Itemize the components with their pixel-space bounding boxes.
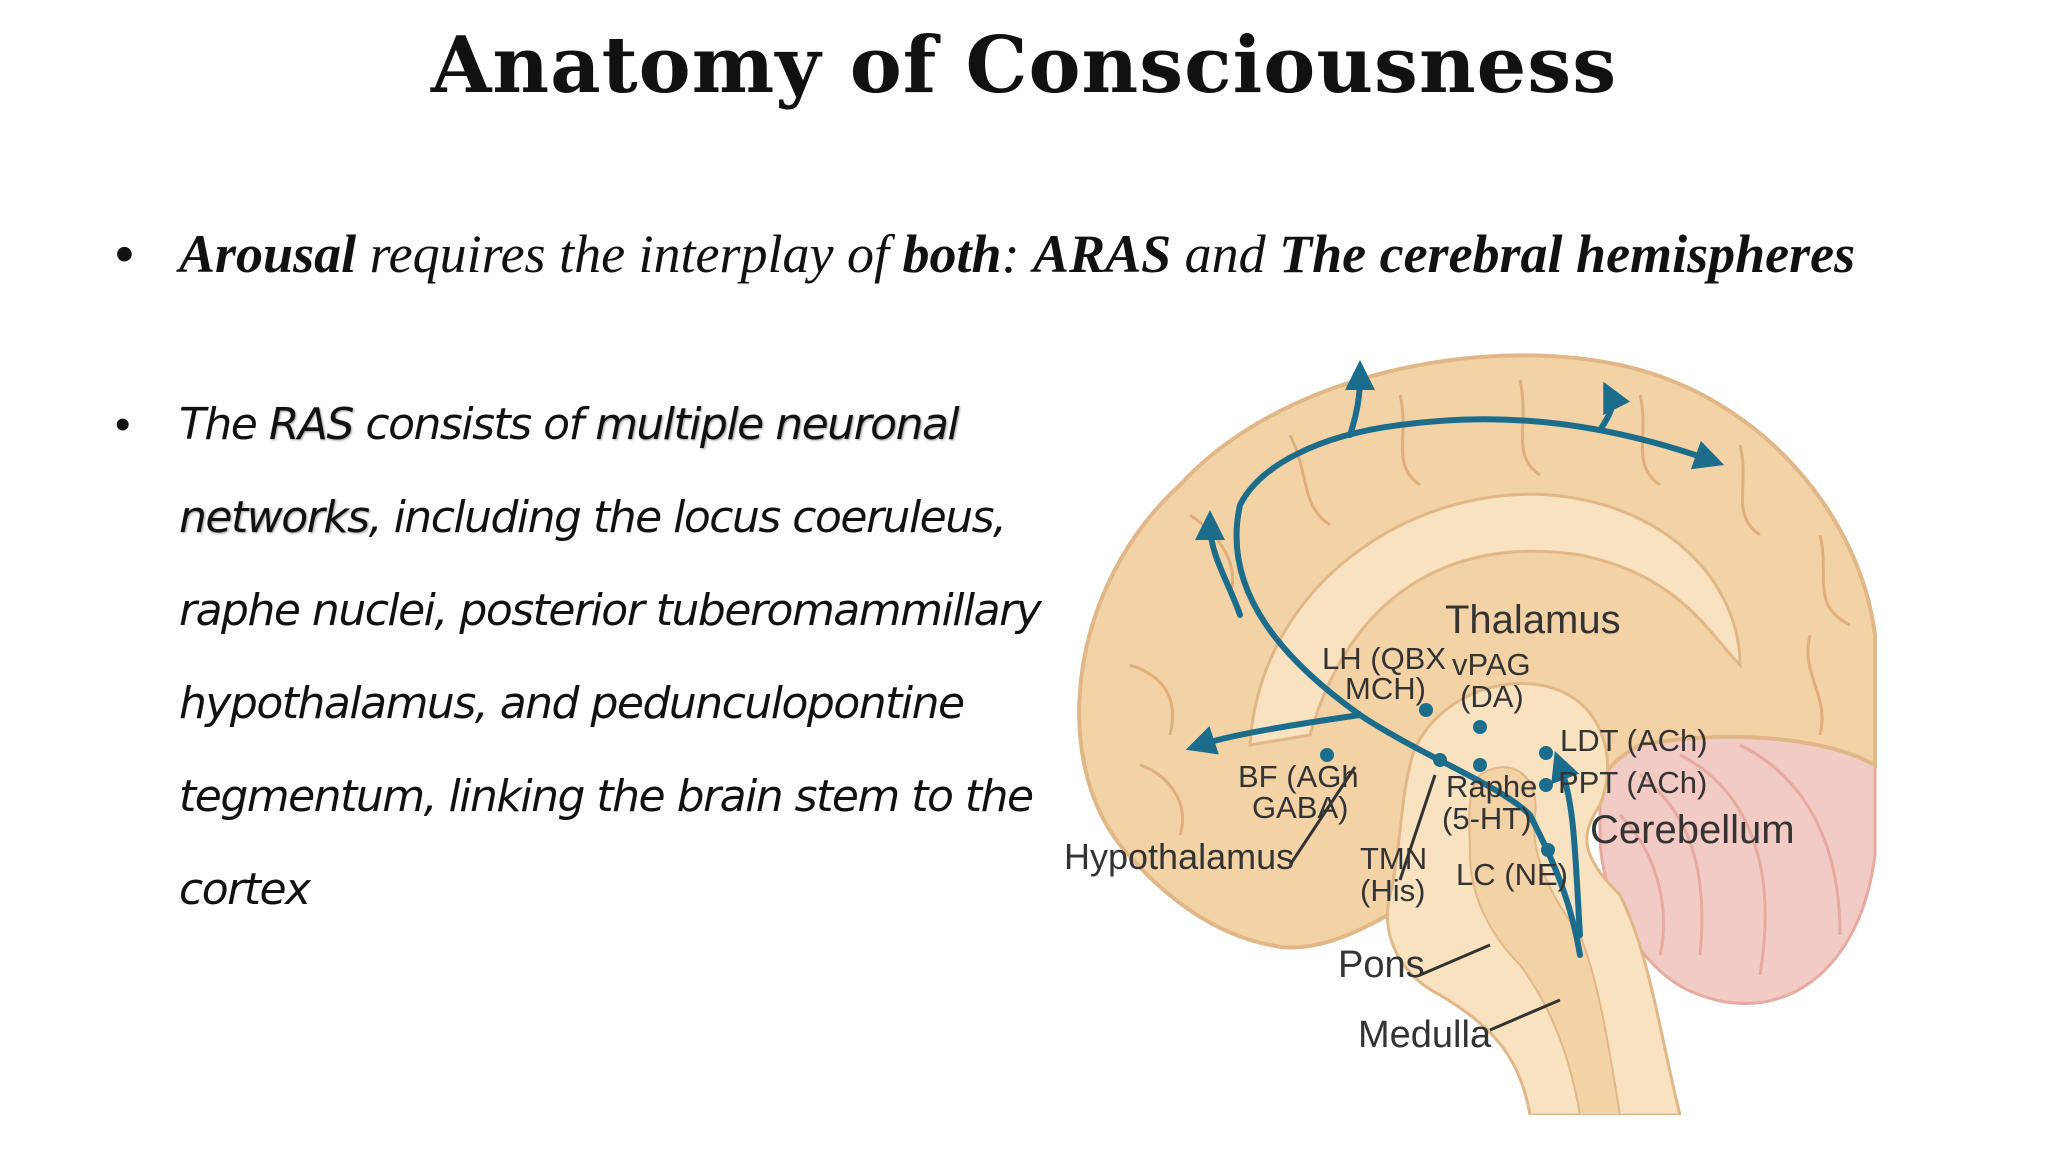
label-raphe-1: Raphe	[1446, 769, 1537, 804]
label-ppt: PPT (ACh)	[1558, 765, 1707, 800]
label-hypothalamus: Hypothalamus	[1064, 836, 1294, 877]
aras-term: ARAS	[1033, 224, 1172, 284]
networks-term: multiple neuronal networks	[179, 399, 960, 543]
bullet-dot: •	[115, 400, 130, 449]
both-term: both	[902, 224, 1002, 284]
label-vpag-2: (DA)	[1460, 679, 1524, 714]
label-thalamus: Thalamus	[1445, 598, 1621, 642]
arousal-text-1: requires the interplay of	[356, 224, 903, 284]
label-tmn-1: TMN	[1360, 841, 1427, 876]
ras-text-1: The	[179, 399, 269, 450]
label-cerebellum: Cerebellum	[1590, 808, 1795, 852]
corpus-callosum	[1248, 492, 1742, 747]
brain-sagittal-diagram: Thalamus LH (QBX MCH) vPAG (DA) LDT (ACh…	[1064, 353, 1877, 1115]
label-tmn-2: (His)	[1360, 873, 1425, 908]
slide-title: Anatomy of Consciousness	[430, 20, 1618, 111]
label-vpag-1: vPAG	[1452, 647, 1531, 682]
cerebrum-shape	[1077, 353, 1877, 950]
label-bf-2: GABA)	[1252, 790, 1348, 825]
label-bf-1: BF (AGh	[1238, 759, 1359, 794]
arousal-text-2: :	[1001, 224, 1034, 284]
bullet-dot: •	[115, 224, 134, 284]
label-medulla: Medulla	[1358, 1014, 1492, 1056]
ras-term: RAS	[268, 399, 355, 450]
ras-text-3: , including the locus coeruleus, raphe n…	[179, 492, 1042, 915]
nucleus-dots	[1320, 703, 1555, 857]
label-lc: LC (NE)	[1456, 857, 1568, 892]
cerebellum-folds	[1618, 743, 1842, 976]
arousal-term: Arousal	[179, 224, 357, 284]
label-leaders	[1288, 766, 1561, 1032]
label-pons: Pons	[1338, 944, 1425, 986]
ras-text-2: consists of	[352, 399, 596, 450]
label-lh-1: LH (QBX	[1322, 641, 1446, 676]
label-ldt: LDT (ACh)	[1560, 723, 1708, 758]
arousal-text-3: and	[1171, 224, 1280, 284]
label-lh-2: MCH)	[1345, 671, 1426, 706]
gyri-lines	[1129, 379, 1851, 836]
cerebral-term: The cerebral hemispheres	[1279, 224, 1856, 284]
label-raphe-2: (5-HT)	[1442, 801, 1532, 836]
ras-pathways	[1185, 360, 1725, 958]
bullet-arousal-text: Arousal requires the interplay of both: …	[179, 218, 1855, 290]
brainstem-inner	[1468, 766, 1622, 1115]
bullet-ras-text: The RAS consists of multiple neuronal ne…	[179, 378, 1079, 936]
